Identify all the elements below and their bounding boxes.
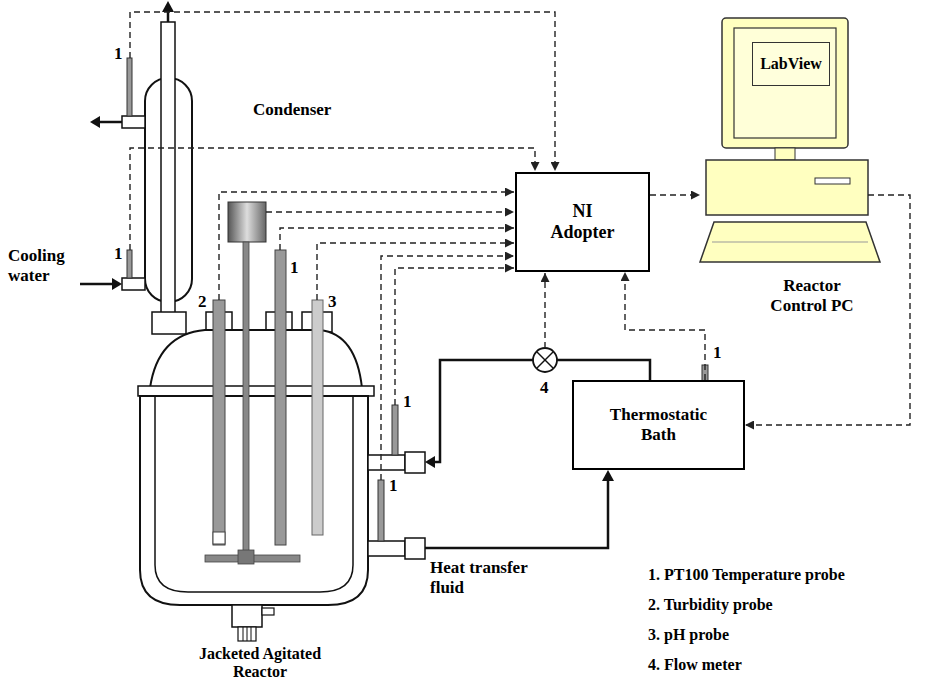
callout-number: 1 xyxy=(713,343,722,363)
condenser xyxy=(80,283,113,286)
signal-wire xyxy=(219,192,514,300)
ph-probe xyxy=(312,300,323,535)
jacket-port xyxy=(368,455,405,470)
computer xyxy=(706,160,868,215)
computer xyxy=(775,148,795,160)
computer xyxy=(734,28,836,138)
condenser xyxy=(122,278,145,290)
flow-meter xyxy=(533,348,557,372)
computer xyxy=(700,222,880,262)
signal-wire xyxy=(280,228,514,250)
computer xyxy=(700,18,880,262)
signal-connector xyxy=(650,194,700,195)
signal-wire xyxy=(317,243,514,300)
interface-box: NI Adopter xyxy=(515,172,650,272)
computer xyxy=(815,178,850,184)
flow-label: Cooling water xyxy=(8,246,86,285)
reactor-lid xyxy=(150,330,362,388)
box-label: Thermostatic Bath xyxy=(599,405,719,444)
condenser xyxy=(80,1,192,318)
box-label: NI Adopter xyxy=(543,201,623,242)
reactor-jacket xyxy=(243,627,244,641)
flow-label: Heat transfer fluid xyxy=(430,558,540,597)
temperature-probe xyxy=(275,250,286,545)
key-entry: 1. PT100 Temperature probe xyxy=(648,566,845,584)
key-entry: 2. Turbidity probe xyxy=(648,596,773,614)
fluid-pipe xyxy=(425,456,435,468)
callout-number: 1 xyxy=(403,392,412,412)
computer xyxy=(712,242,868,243)
temperature-probe xyxy=(127,58,132,116)
jacket-port xyxy=(378,480,384,541)
turbidity-probe xyxy=(213,300,225,545)
flow-meter xyxy=(533,348,557,372)
callout-number: 1 xyxy=(114,244,123,264)
reactor-lid xyxy=(138,386,374,396)
part-name: Jacketed Agitated Reactor xyxy=(180,645,340,682)
condenser xyxy=(161,22,175,318)
device-name: Reactor Control PC xyxy=(762,276,862,315)
reactor-lid xyxy=(152,312,186,334)
turbidity-probe xyxy=(213,300,225,545)
agitator xyxy=(243,242,249,560)
reactor-jacket xyxy=(140,396,368,605)
condenser xyxy=(112,278,122,290)
condenser xyxy=(122,116,145,128)
key-entry: 3. pH probe xyxy=(648,626,729,644)
callout-number: 4 xyxy=(540,378,549,398)
computer xyxy=(722,18,848,148)
agitator xyxy=(238,550,254,564)
part-name: Condenser xyxy=(253,100,331,120)
signal-wire xyxy=(130,12,555,480)
jacket-port xyxy=(405,538,425,559)
signal-wire xyxy=(381,256,514,480)
reactor-jacket xyxy=(251,627,252,641)
temperature-probe xyxy=(127,250,132,278)
box-label: LabView xyxy=(760,55,822,73)
signal-connector xyxy=(625,272,705,380)
jacket-port xyxy=(392,405,398,455)
jacket-port xyxy=(368,405,425,559)
fluid-pipe xyxy=(602,470,614,481)
agitator xyxy=(228,202,266,242)
callout-number: 1 xyxy=(389,476,398,496)
signal-wire xyxy=(266,211,514,212)
reactor-jacket xyxy=(262,608,274,615)
software-screen: LabView xyxy=(752,42,830,86)
bath-box: Thermostatic Bath xyxy=(572,380,745,470)
jacket-port xyxy=(405,452,425,473)
ph-probe xyxy=(312,300,323,535)
fluid-pipe xyxy=(425,481,608,548)
reactor-jacket xyxy=(247,627,248,641)
condenser xyxy=(162,1,174,12)
condenser xyxy=(90,116,100,128)
turbidity-probe xyxy=(213,532,225,544)
signal-wire xyxy=(130,148,535,250)
flow-meter xyxy=(537,352,553,368)
computer: Reactor Control PC LabView xyxy=(700,14,868,314)
callout-number: 2 xyxy=(198,292,207,312)
flow-meter xyxy=(537,352,553,368)
condenser xyxy=(99,121,122,124)
reactor-lid xyxy=(138,312,374,396)
signal-wire xyxy=(544,273,545,348)
signal-connector xyxy=(745,195,910,425)
jacket-port xyxy=(368,541,405,556)
signal-wire xyxy=(395,268,514,405)
key-entry: 4. Flow meter xyxy=(648,656,742,674)
reactor-jacket xyxy=(238,627,256,641)
callout-number: 1 xyxy=(290,258,299,278)
reactor-jacket xyxy=(140,396,368,641)
temperature-probe xyxy=(275,250,286,545)
callout-number: 1 xyxy=(114,44,123,64)
signal-wire xyxy=(130,12,555,171)
reactor-jacket xyxy=(232,605,262,627)
callout-number: 3 xyxy=(328,292,337,312)
